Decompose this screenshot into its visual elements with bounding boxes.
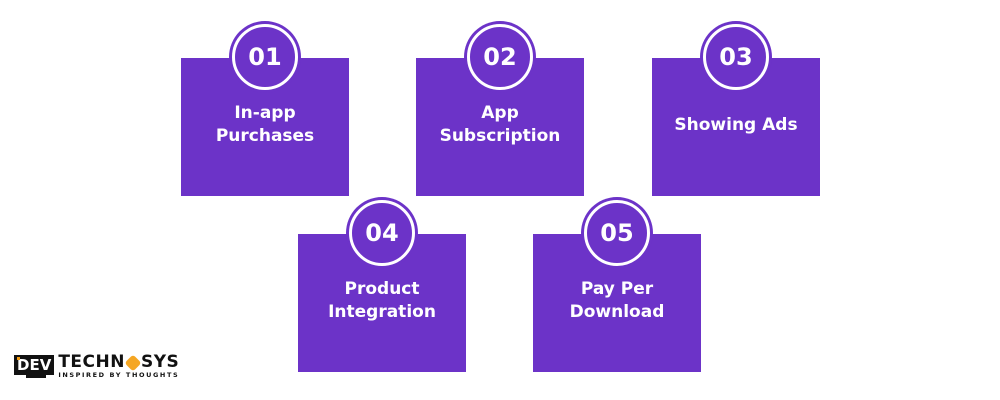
badge-number: 03 [719, 43, 753, 71]
number-badge: 05 [584, 200, 650, 266]
badge-number: 05 [600, 219, 634, 247]
card-pay-per-download: 05 Pay Per Download [533, 200, 701, 372]
label-line-2: Purchases [215, 126, 315, 146]
logo-dev-text: DEV [17, 356, 52, 374]
logo-text-right: SYS [140, 352, 180, 372]
number-badge: 03 [703, 24, 769, 90]
card-showing-ads: 03 Showing Ads [652, 24, 820, 196]
card-label: Pay Per Download [533, 278, 701, 324]
number-badge: 04 [349, 200, 415, 266]
monitor-stand [26, 375, 46, 378]
badge-number: 02 [483, 43, 517, 71]
card-label: Showing Ads [652, 114, 820, 137]
label-line-1: Showing Ads [674, 115, 798, 135]
number-badge: 02 [467, 24, 533, 90]
label-line-1: Product [344, 279, 420, 299]
logo-text-left: TECHN [58, 352, 125, 372]
logo-accent-dot [17, 357, 20, 360]
code-hexagon-icon [124, 354, 142, 371]
card-label: In-app Purchases [181, 102, 349, 148]
label-line-1: App [481, 103, 519, 123]
logo-wordmark: TECHN SYS INSPIRED BY THOUGHTS [58, 352, 180, 380]
label-line-2: Subscription [439, 126, 561, 146]
badge-number: 01 [248, 43, 282, 71]
card-product-integration: 04 Product Integration [298, 200, 466, 372]
label-line-1: In-app [234, 103, 296, 123]
logo-tagline: INSPIRED BY THOUGHTS [58, 371, 180, 379]
card-in-app-purchases: 01 In-app Purchases [181, 24, 349, 196]
label-line-1: Pay Per [580, 279, 654, 299]
number-badge: 01 [232, 24, 298, 90]
badge-number: 04 [365, 219, 399, 247]
label-line-2: Integration [328, 302, 436, 322]
company-logo: DEV TECHN SYS INSPIRED BY THOUGHTS [14, 352, 180, 381]
card-label: App Subscription [416, 102, 584, 148]
label-line-2: Download [569, 302, 665, 322]
card-label: Product Integration [298, 278, 466, 324]
card-app-subscription: 02 App Subscription [416, 24, 584, 196]
logo-monitor-icon: DEV [14, 355, 55, 378]
